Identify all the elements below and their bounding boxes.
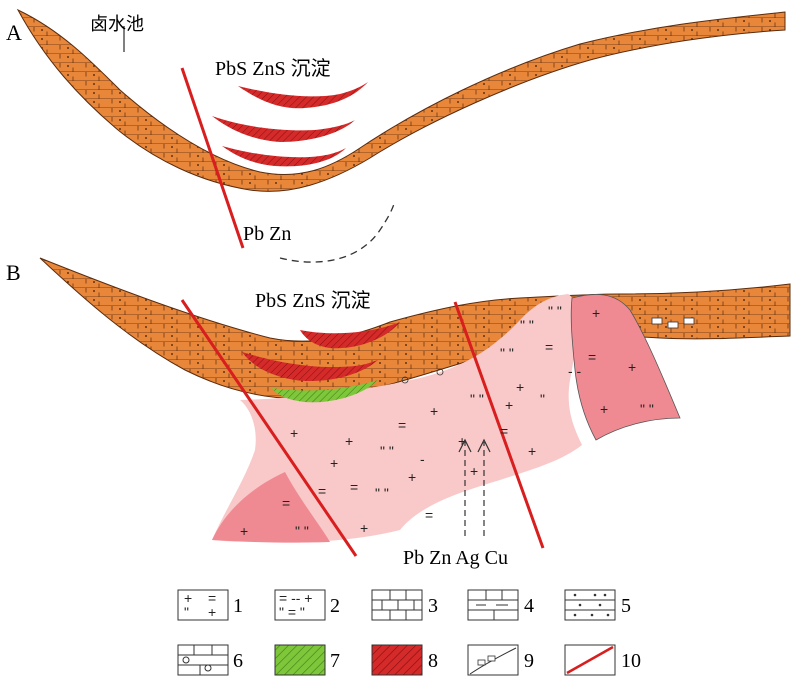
svg-text:" ": " "	[500, 345, 514, 361]
legend-item-9: 9	[467, 644, 534, 676]
svg-text:+: +	[516, 379, 524, 395]
svg-text:" ": " "	[470, 391, 484, 407]
svg-text:+: +	[592, 305, 600, 321]
svg-text:=: =	[350, 479, 358, 495]
svg-text:+: +	[600, 401, 608, 417]
legend-item-4: 4	[467, 589, 534, 621]
svg-text:=: =	[588, 349, 596, 365]
section-a-ore-lens-middle	[212, 116, 355, 142]
svg-text:+: +	[345, 433, 353, 449]
section-b-fluid-label: Pb Zn Ag Cu	[403, 547, 508, 569]
section-b-ore-lens-bottom	[242, 352, 378, 382]
section-a-fluid-path	[279, 203, 395, 263]
legend-number-6: 6	[233, 650, 243, 672]
legend-item-7: 7	[274, 644, 340, 676]
section-b-granite-symbols: + + = + " " + + = - + " " + " + = = = " …	[240, 303, 654, 539]
section-b-ore-lens-top	[300, 322, 400, 349]
section-b-green-layer	[272, 380, 378, 403]
legend-item-3: 3	[371, 589, 438, 621]
svg-text:=: =	[282, 495, 290, 511]
svg-text:=: =	[425, 507, 433, 523]
svg-text:=: =	[208, 590, 216, 606]
section-a-ore-lens-top	[238, 82, 368, 109]
svg-text:=: =	[398, 417, 406, 433]
svg-text:-: -	[420, 451, 425, 467]
section-b-fault-left	[180, 299, 358, 557]
legend-number-4: 4	[524, 595, 534, 617]
svg-text:+: +	[430, 403, 438, 419]
legend-number-1: 1	[233, 595, 243, 617]
legend-number-7: 7	[330, 650, 340, 672]
section-a-ore-lens-bottom	[222, 146, 346, 167]
section-a-deposit-label: PbS ZnS 沉淀	[215, 57, 331, 80]
svg-text:+: +	[330, 455, 338, 471]
section-a-fault	[180, 67, 245, 249]
legend-item-5: 5	[564, 589, 631, 621]
section-b-granite-dark-left	[212, 472, 330, 543]
svg-text:=: =	[545, 339, 553, 355]
svg-text:+: +	[360, 520, 368, 536]
svg-text:" ": " "	[640, 401, 654, 417]
legend-number-2: 2	[330, 595, 340, 617]
legend-number-5: 5	[621, 595, 631, 617]
svg-text:" ": " "	[295, 523, 309, 539]
svg-text:+: +	[470, 463, 478, 479]
section-b-fluid-arrows	[458, 438, 491, 536]
svg-text:": "	[184, 604, 189, 620]
svg-text:+: +	[458, 433, 466, 449]
svg-text:+: +	[240, 523, 248, 539]
svg-text:": "	[540, 391, 545, 407]
legend-item-10: 10	[564, 644, 641, 676]
section-b-letter: B	[6, 260, 21, 285]
section-b-fault-right	[453, 301, 545, 549]
legend-number-3: 3	[428, 595, 438, 617]
svg-text:" ": " "	[520, 317, 534, 333]
svg-text:+: +	[208, 604, 216, 620]
svg-text:" = ": " = "	[279, 604, 305, 620]
svg-text:" ": " "	[375, 485, 389, 501]
svg-text:" ": " "	[380, 443, 394, 459]
legend-number-10: 10	[621, 650, 641, 672]
section-b-deposit-label: PbS ZnS 沉淀	[255, 289, 371, 312]
section-a-fluid-label: Pb Zn	[243, 223, 291, 245]
section-a: A 卤水池 PbS ZnS 沉淀 Pb Zn	[6, 8, 786, 263]
section-a-strata	[16, 8, 786, 192]
legend-item-6: 6	[177, 644, 243, 676]
legend-number-9: 9	[524, 650, 534, 672]
section-b-granite-dark-right	[570, 294, 681, 441]
svg-text:+: +	[528, 443, 536, 459]
legend-item-2: = -- + " = " 2	[274, 589, 340, 621]
svg-text:+: +	[290, 425, 298, 441]
svg-text:+: +	[184, 590, 192, 606]
section-b: B + + = + " " + + = - + " " + " + = =	[6, 257, 791, 569]
svg-text:" ": " "	[548, 303, 562, 319]
legend: + = " + 1 = -- + " = " 2 3	[177, 589, 641, 676]
legend-item-1: + = " + 1	[177, 589, 243, 621]
svg-text:+: +	[505, 397, 513, 413]
section-b-surface-features	[401, 317, 695, 384]
svg-text:+: +	[408, 469, 416, 485]
section-a-letter: A	[6, 20, 22, 45]
legend-number-8: 8	[428, 650, 438, 672]
svg-text:= -- +: = -- +	[279, 590, 312, 606]
section-a-pond-label: 卤水池	[90, 14, 144, 34]
svg-text:=: =	[318, 483, 326, 499]
legend-item-8: 8	[371, 644, 438, 676]
svg-text:+: +	[628, 359, 636, 375]
svg-text:- -: - -	[568, 363, 582, 379]
svg-text:=: =	[500, 423, 508, 439]
